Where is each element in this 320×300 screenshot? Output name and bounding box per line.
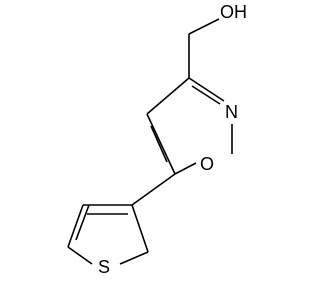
bond-o-c5 <box>174 162 197 175</box>
bond-s-t5 <box>67 246 93 265</box>
bond-t2-s <box>119 251 149 265</box>
bond-c4-c3 <box>146 77 190 115</box>
bond-t5-t4-outer <box>67 204 84 248</box>
bond-ch2-oh <box>188 18 220 35</box>
bond-c5-c4-outer <box>146 113 176 175</box>
bond-c5-c4-inner <box>150 125 168 163</box>
structure-canvas: OH N O S <box>67 2 247 277</box>
atom-label-sulfur: S <box>98 257 110 277</box>
bond-t3-t2 <box>131 204 149 253</box>
atom-label-nitrogen: N <box>225 102 238 122</box>
molecule-drawing: OH N O S <box>67 2 247 277</box>
atom-label-oxygen: O <box>200 154 214 174</box>
bond-c3-n-outer <box>188 77 225 102</box>
bond-t5-t4-inner <box>75 204 90 241</box>
bond-c3-n-inner <box>191 85 221 105</box>
bond-c5-thiophene <box>131 173 176 206</box>
atom-label-oh: OH <box>220 2 247 22</box>
